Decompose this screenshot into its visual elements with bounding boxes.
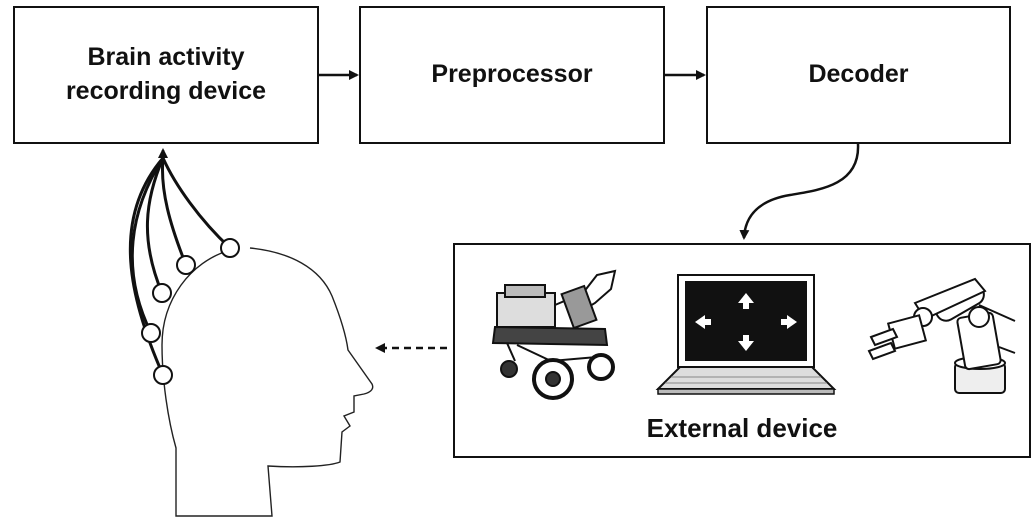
laptop-icon [655, 274, 837, 395]
recording-device-label-line1: Brain activity [87, 43, 245, 72]
external-device-label: External device [646, 413, 838, 443]
preprocessor-block: Preprocessor [359, 6, 665, 144]
electrode-wires [128, 157, 232, 376]
decoder-block: Decoder [706, 6, 1011, 144]
recording-device-label-line2: recording device [65, 77, 267, 105]
robot-arm-icon [867, 277, 1016, 394]
recording-device-block: Brain activity recording device [13, 6, 319, 144]
external-device-illustrations [491, 269, 1016, 400]
wheelchair-icon [491, 269, 617, 400]
head-icon [161, 247, 374, 517]
decoder-label: Decoder [808, 60, 909, 89]
arrow-decoder-to-external [739, 143, 860, 240]
external-device-block: External device [453, 243, 1031, 458]
electrode-icon [141, 238, 240, 385]
preprocessor-label: Preprocessor [431, 60, 593, 89]
